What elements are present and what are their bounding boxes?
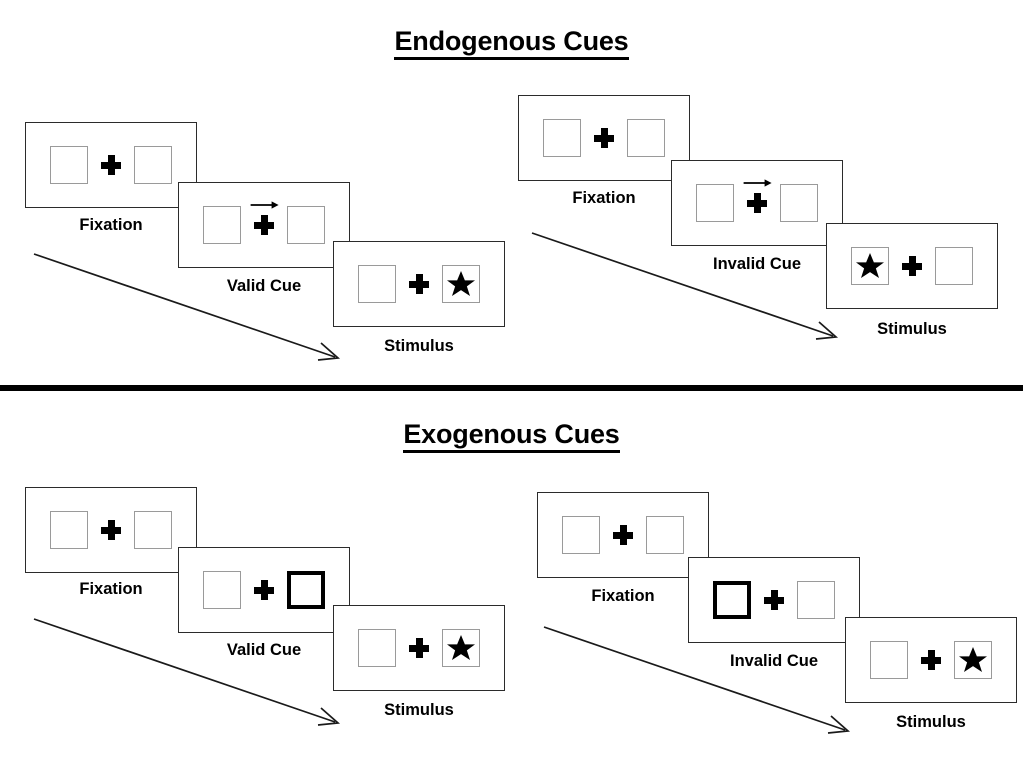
star-icon — [959, 647, 987, 672]
plus-icon — [101, 155, 121, 175]
plus-icon — [747, 193, 767, 213]
cell-left — [851, 247, 889, 285]
panel-endogenous-valid-cue — [178, 182, 350, 268]
cell-left — [50, 146, 88, 184]
fixation-area — [396, 625, 442, 671]
cell-left — [696, 184, 734, 222]
panel-endogenous-valid-stimulus — [333, 241, 505, 327]
caption-endogenous-invalid-stimulus: Stimulus — [877, 320, 947, 338]
arrow-right-icon — [743, 179, 772, 187]
cell-left — [358, 265, 396, 303]
panel-exogenous-invalid-fixation — [537, 492, 709, 578]
section-title-endogenous-text: Endogenous Cues — [394, 26, 629, 60]
plus-icon — [902, 256, 922, 276]
cell-right — [646, 516, 684, 554]
panel-exogenous-valid-cue — [178, 547, 350, 633]
cell-right-cued — [287, 571, 325, 609]
plus-icon — [613, 525, 633, 545]
caption-endogenous-valid-cue: Valid Cue — [226, 277, 302, 295]
fixation-area — [241, 201, 287, 248]
cell-left — [203, 571, 241, 609]
star-icon — [447, 635, 475, 660]
caption-exogenous-valid-fixation: Fixation — [79, 580, 143, 598]
section-title-exogenous-text: Exogenous Cues — [403, 419, 620, 453]
cell-left — [870, 641, 908, 679]
cell-right — [442, 265, 480, 303]
cell-left-cued — [713, 581, 751, 619]
cell-right — [780, 184, 818, 222]
caption-endogenous-valid-fixation: Fixation — [79, 216, 143, 234]
arrow-right-icon — [250, 201, 279, 209]
plus-icon — [921, 650, 941, 670]
plus-icon — [594, 128, 614, 148]
fixation-area — [889, 243, 935, 289]
caption-endogenous-valid-stimulus: Stimulus — [384, 337, 454, 355]
caption-exogenous-invalid-fixation: Fixation — [591, 587, 655, 605]
cell-right — [954, 641, 992, 679]
panel-exogenous-invalid-stimulus — [845, 617, 1017, 703]
cell-right — [134, 511, 172, 549]
fixation-area — [908, 637, 954, 683]
plus-icon — [101, 520, 121, 540]
caption-exogenous-valid-stimulus: Stimulus — [384, 701, 454, 719]
section-divider — [0, 385, 1023, 391]
cell-right — [134, 146, 172, 184]
star-icon — [447, 271, 475, 296]
fixation-area — [88, 142, 134, 188]
plus-icon — [409, 638, 429, 658]
panel-endogenous-invalid-cue — [671, 160, 843, 246]
cell-right — [287, 206, 325, 244]
caption-exogenous-invalid-stimulus: Stimulus — [896, 713, 966, 731]
panel-exogenous-valid-stimulus — [333, 605, 505, 691]
panel-endogenous-invalid-fixation — [518, 95, 690, 181]
cell-left — [562, 516, 600, 554]
cell-right — [797, 581, 835, 619]
fixation-area — [600, 512, 646, 558]
plus-icon — [409, 274, 429, 294]
cell-left — [543, 119, 581, 157]
cell-left — [203, 206, 241, 244]
fixation-area — [751, 577, 797, 623]
fixation-area — [396, 261, 442, 307]
plus-icon — [254, 215, 274, 235]
plus-icon — [764, 590, 784, 610]
plus-icon — [254, 580, 274, 600]
caption-endogenous-invalid-cue: Invalid Cue — [712, 255, 802, 273]
fixation-area — [581, 115, 627, 161]
fixation-area — [734, 179, 780, 226]
section-title-endogenous: Endogenous Cues — [0, 26, 1023, 60]
panel-exogenous-valid-fixation — [25, 487, 197, 573]
panel-endogenous-invalid-stimulus — [826, 223, 998, 309]
section-title-exogenous: Exogenous Cues — [0, 419, 1023, 453]
cell-left — [50, 511, 88, 549]
caption-exogenous-invalid-cue: Invalid Cue — [729, 652, 819, 670]
caption-exogenous-valid-cue: Valid Cue — [226, 641, 302, 659]
fixation-area — [88, 507, 134, 553]
cell-right — [935, 247, 973, 285]
caption-endogenous-invalid-fixation: Fixation — [572, 189, 636, 207]
cell-right — [442, 629, 480, 667]
cell-left — [358, 629, 396, 667]
panel-exogenous-invalid-cue — [688, 557, 860, 643]
panel-endogenous-valid-fixation — [25, 122, 197, 208]
star-icon — [856, 253, 884, 278]
cell-right — [627, 119, 665, 157]
fixation-area — [241, 567, 287, 613]
